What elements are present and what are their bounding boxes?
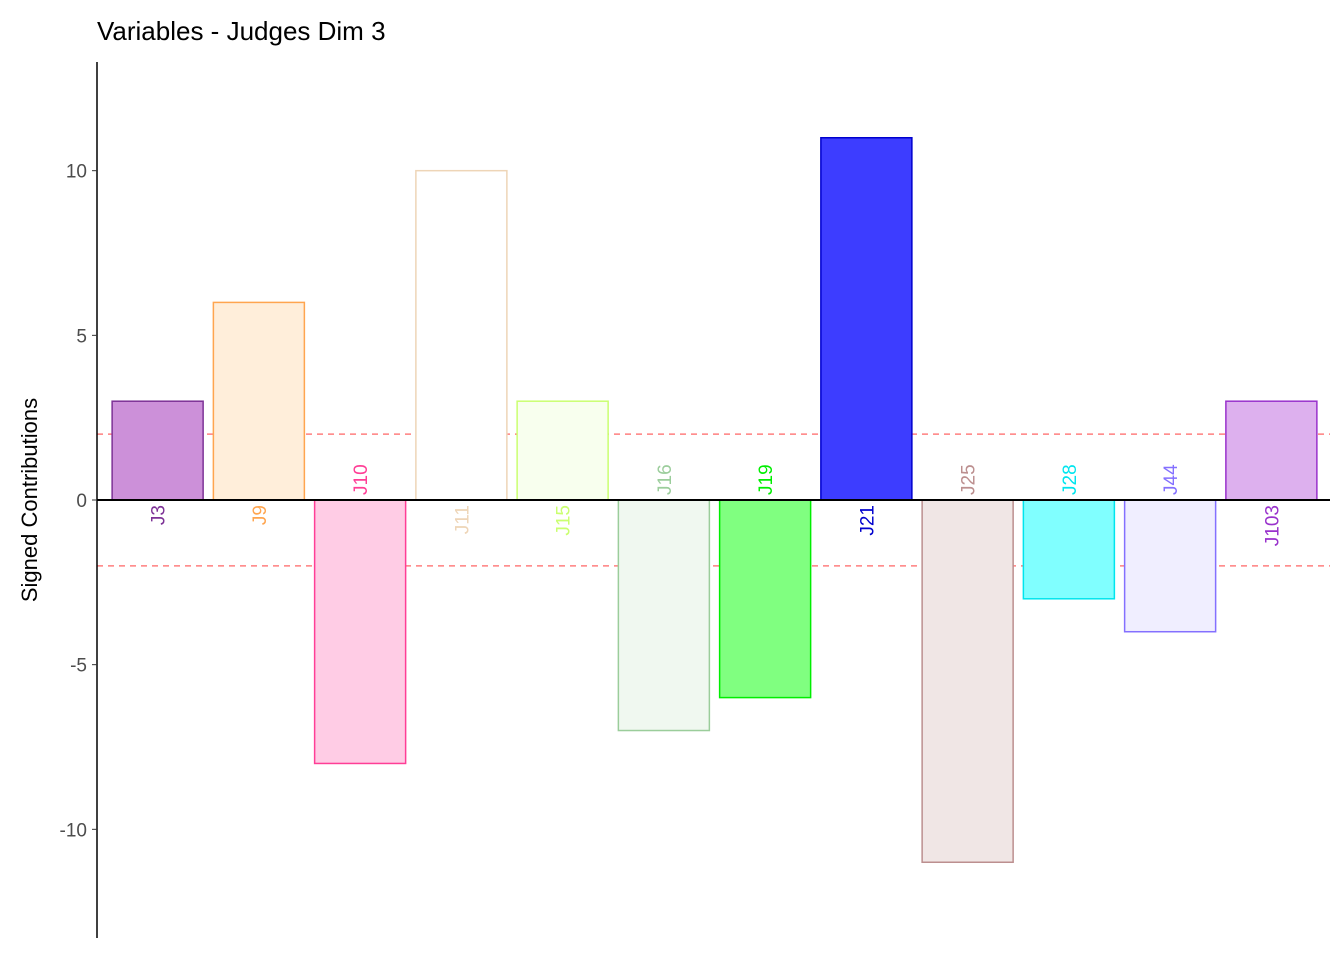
bar-j16 — [617, 499, 711, 732]
bar-label-j9: J9 — [250, 505, 271, 525]
y-tick-label: -5 — [70, 656, 87, 677]
y-tick-label: 10 — [66, 162, 87, 183]
bar-label-j16: J16 — [655, 464, 676, 495]
bar-j44 — [1123, 499, 1217, 633]
bar-label-j44: J44 — [1161, 464, 1182, 495]
bar-label-j28: J28 — [1060, 464, 1081, 495]
bar-j11 — [415, 169, 508, 501]
bar-j28 — [1022, 499, 1116, 600]
bar-label-j21: J21 — [857, 505, 878, 536]
y-tick-label: 0 — [76, 491, 87, 512]
bar-j15 — [516, 400, 609, 501]
bar-j9 — [212, 301, 306, 501]
bar-label-j25: J25 — [959, 464, 980, 495]
bar-j10 — [313, 499, 407, 765]
bar-label-j19: J19 — [756, 464, 777, 495]
bar-label-j103: J103 — [1262, 505, 1283, 546]
bar-label-j11: J11 — [452, 505, 473, 534]
bar-label-j15: J15 — [554, 505, 575, 536]
bar-label-j10: J10 — [351, 464, 372, 495]
y-axis-label: Signed Contributions — [17, 398, 42, 602]
bar-j3 — [111, 400, 204, 501]
y-tick-label: -10 — [60, 820, 87, 841]
chart-title: Variables - Judges Dim 3 — [97, 16, 386, 46]
bar-j19 — [718, 499, 812, 699]
bar-label-j3: J3 — [149, 505, 170, 525]
y-tick-label: 5 — [76, 326, 87, 347]
bar-j21 — [820, 136, 913, 501]
bar-j25 — [921, 499, 1014, 864]
bar-j103 — [1225, 400, 1318, 501]
